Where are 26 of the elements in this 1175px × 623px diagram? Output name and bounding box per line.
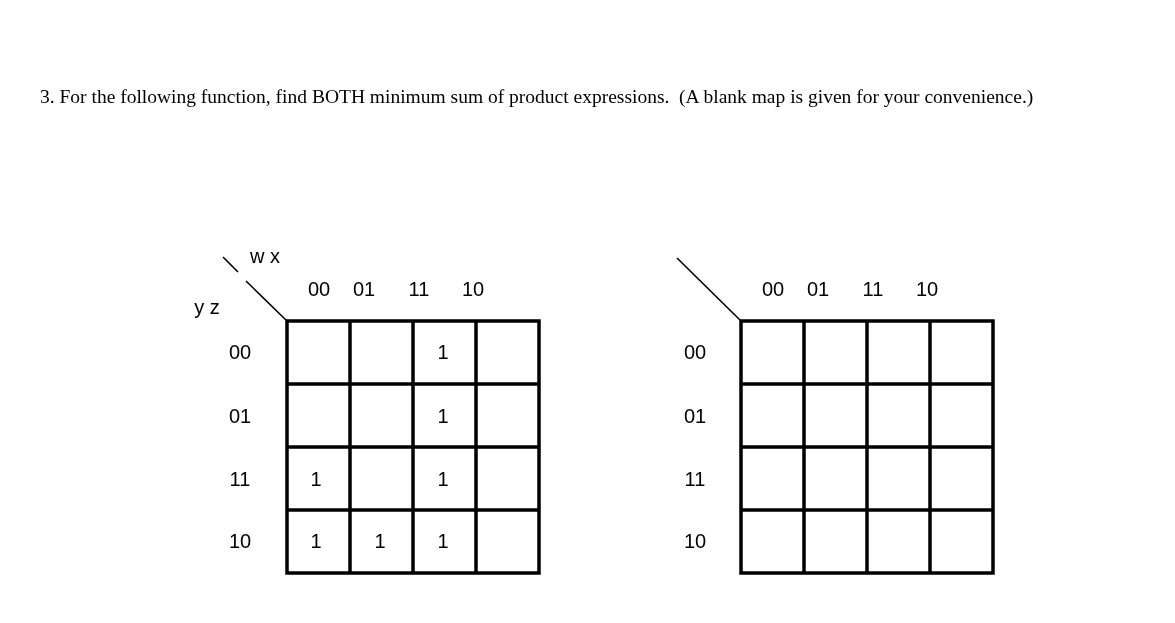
- cell-value: 1: [374, 530, 386, 552]
- column-header: 11: [862, 278, 884, 300]
- column-header: 00: [307, 278, 331, 300]
- row-header: 00: [228, 341, 252, 363]
- cell-value: 1: [310, 530, 322, 552]
- row-header: 10: [228, 530, 252, 552]
- row-header: 00: [683, 341, 707, 363]
- row-header: 10: [683, 530, 707, 552]
- column-header: 00: [761, 278, 785, 300]
- axis-label: y z: [194, 296, 220, 318]
- cell-value: 1: [437, 405, 449, 427]
- cell-value: 1: [437, 468, 449, 490]
- column-header: 10: [461, 278, 485, 300]
- column-header: 01: [806, 278, 830, 300]
- axis-label: w x: [250, 245, 280, 267]
- column-header: 01: [352, 278, 376, 300]
- row-header: 01: [683, 405, 707, 427]
- column-header: 11: [408, 278, 430, 300]
- row-header: 01: [228, 405, 252, 427]
- question-text: 3. For the following function, find BOTH minimum sum of product expressions. (A blank map is given for your convenience.): [40, 85, 1035, 109]
- cell-value: 1: [437, 341, 449, 363]
- row-header: 11: [229, 468, 251, 490]
- cell-value: 1: [437, 530, 449, 552]
- column-header: 10: [915, 278, 939, 300]
- cell-value: 1: [310, 468, 322, 490]
- row-header: 11: [684, 468, 706, 490]
